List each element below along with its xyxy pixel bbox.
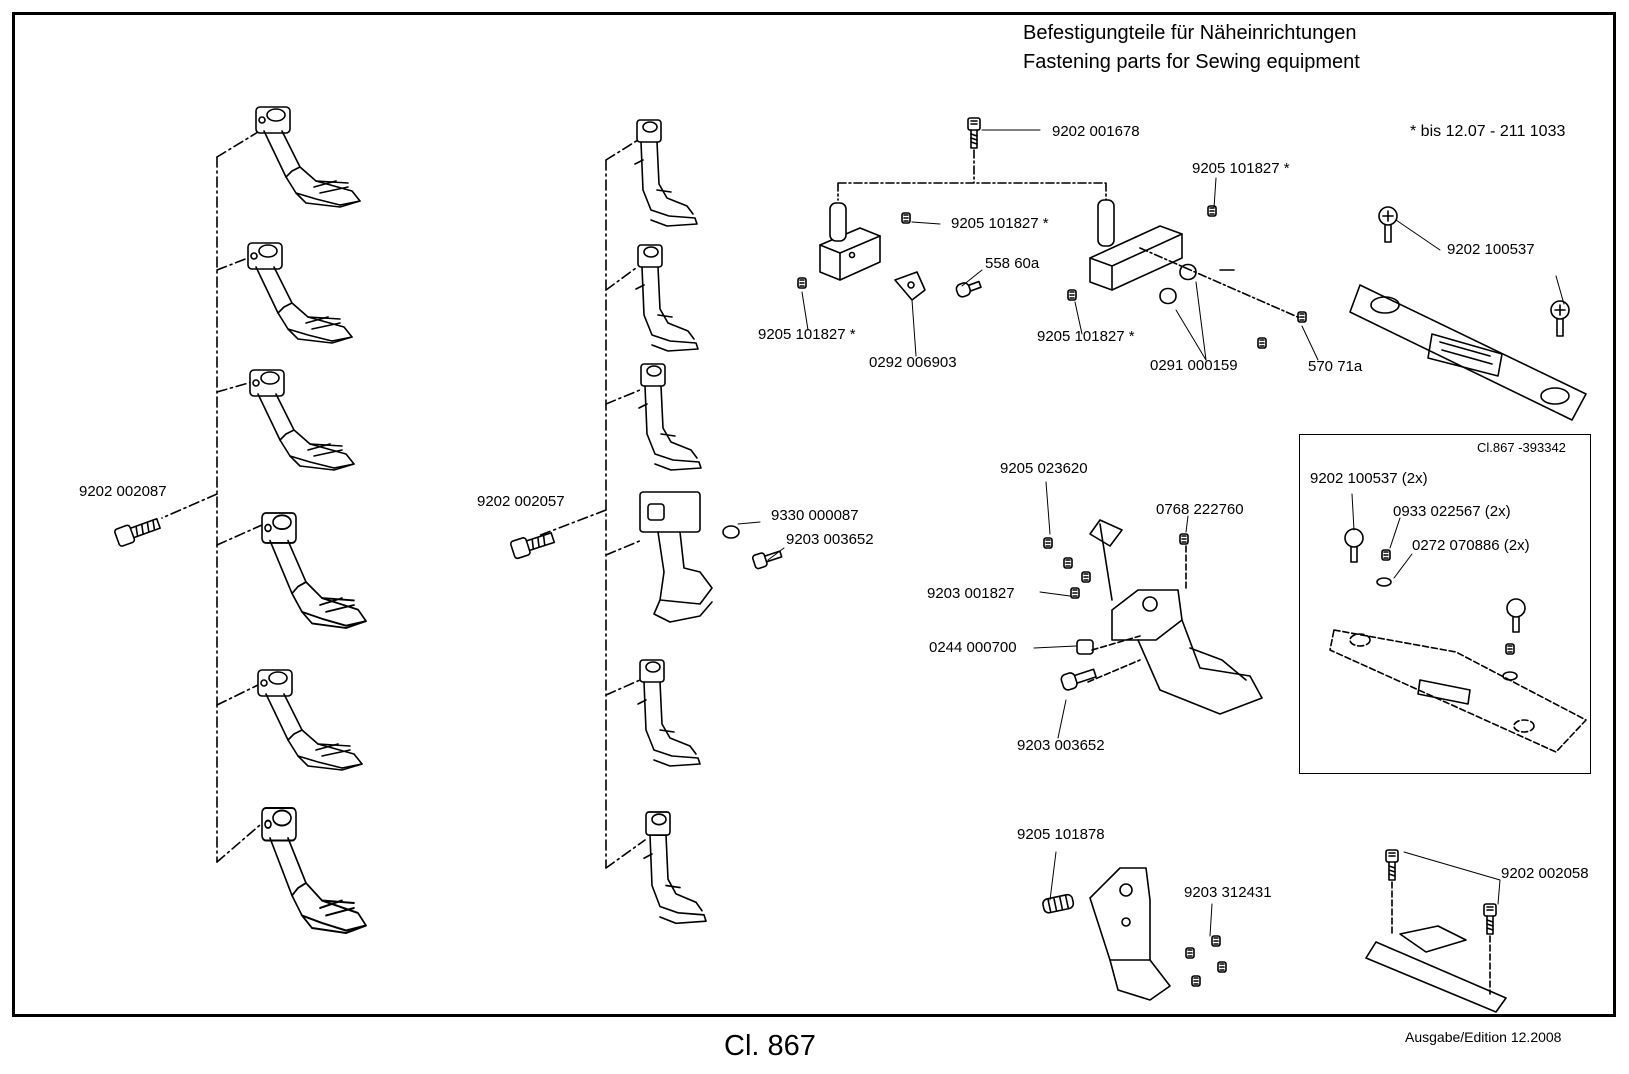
label-part: 9330 000087: [771, 507, 859, 524]
label-part: 9202 002057: [477, 493, 565, 510]
middle-foot-6: [643, 811, 707, 925]
middle-foot-2: [635, 244, 699, 352]
label-part: 9203 001827: [927, 585, 1015, 602]
label-part: 9205 101827 *: [1037, 328, 1135, 345]
label-part: 9205 101827 *: [1192, 160, 1290, 177]
label-part: 9202 100537 (2x): [1310, 470, 1428, 487]
serial-note: * bis 12.07 - 211 1033: [1410, 123, 1566, 140]
model-label: Cl. 867: [724, 1030, 816, 1062]
bottom-plate: [1365, 849, 1507, 1013]
label-part: 9205 101827 *: [758, 326, 856, 343]
label-part: 0933 022567 (2x): [1393, 503, 1511, 520]
presser-foot-3: [249, 369, 355, 471]
label-part: 9202 001678: [1052, 123, 1140, 140]
inset-throat-plate: [1329, 528, 1587, 753]
label-part: 0291 000159: [1150, 357, 1238, 374]
middle-foot-5: [637, 659, 701, 767]
label-part: 9203 003652: [1017, 737, 1105, 754]
left-presser-feet-group: [114, 106, 367, 934]
presser-foot-1: [255, 106, 361, 208]
label-part: 0272 070886 (2x): [1412, 537, 1530, 554]
drawing-frame: [12, 12, 1616, 1017]
label-part: 9205 101878: [1017, 826, 1105, 843]
label-part: 9202 100537: [1447, 241, 1535, 258]
inset-box: [1299, 434, 1591, 774]
throat-plate-assembly: [1349, 206, 1587, 421]
screw-9203003652-a: [751, 550, 783, 570]
presser-foot-6: [261, 807, 367, 934]
screw-9202002087: [114, 517, 161, 547]
label-part: 9202 002087: [79, 483, 167, 500]
middle-foot-3: [638, 363, 702, 471]
leader-lines: [737, 129, 1565, 937]
label-part: 9205 101827 *: [951, 215, 1049, 232]
edition-label: Ausgabe/Edition 12.2008: [1405, 1029, 1562, 1045]
screw-9202002057: [509, 532, 556, 560]
presser-foot-5: [257, 669, 363, 771]
presser-foot-4: [261, 512, 367, 629]
label-part: 9203 312431: [1184, 884, 1272, 901]
label-part: 558 60a: [985, 255, 1040, 272]
label-part: 9202 002058: [1501, 865, 1589, 882]
bracket-assembly: [797, 117, 1307, 349]
presser-foot-2: [247, 242, 353, 344]
middle-foot-1: [634, 119, 698, 227]
inset-title: Cl.867 -393342: [1477, 440, 1566, 455]
label-part: 9205 023620: [1000, 460, 1088, 477]
feed-foot-assembly: [1043, 519, 1263, 715]
title-german: Befestigungteile für Näheinrichtungen: [1023, 22, 1357, 44]
label-part: 0244 000700: [929, 639, 1017, 656]
middle-foot-4: [639, 491, 713, 623]
title-english: Fastening parts for Sewing equipment: [1023, 51, 1360, 73]
bottom-feed-foot: [1042, 867, 1227, 1001]
middle-presser-feet-group: [509, 119, 783, 925]
label-part: 570 71a: [1308, 358, 1363, 375]
label-part: 9203 003652: [786, 531, 874, 548]
label-part: 0292 006903: [869, 354, 957, 371]
label-part: 0768 222760: [1156, 501, 1244, 518]
washer-9330000087: [722, 525, 740, 539]
